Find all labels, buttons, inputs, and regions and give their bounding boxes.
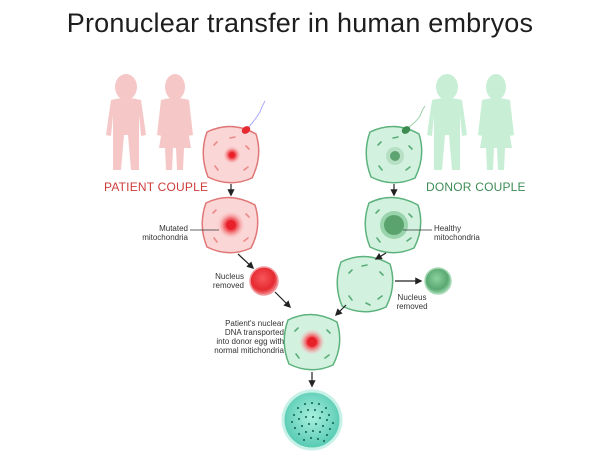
donor-egg-fertilized <box>365 105 426 184</box>
patient-couple-silhouettes <box>106 74 193 170</box>
donor-male-figure <box>427 74 467 170</box>
healthy-mitochondria-label: Healthy mitochondria <box>434 224 480 242</box>
donor-removed-nucleus <box>424 267 452 295</box>
arrow-nucleus-to-reconstructed <box>274 291 292 309</box>
donor-couple-label: DONOR COUPLE <box>426 180 526 194</box>
flow-arrows <box>227 184 423 388</box>
nucleus-removed-right-label: Nucleus removed <box>396 293 428 311</box>
arrow-patient-to-nucleus <box>237 253 255 269</box>
reconstructed-egg <box>283 313 341 371</box>
diagram-title: Pronuclear transfer in human embryos <box>66 8 534 38</box>
donor-couple-silhouettes <box>427 74 514 170</box>
arrow-enucleated-to-reconstructed <box>334 304 347 317</box>
patient-male-figure <box>106 74 146 170</box>
nucleus-removed-left-label: Nucleus removed <box>212 272 244 290</box>
donor-egg-healthy <box>364 196 422 254</box>
patient-egg-fertilized <box>202 100 266 184</box>
mutated-mitochondria-label: Mutated mitochondria <box>142 224 188 242</box>
sperm-icon <box>401 105 426 134</box>
donor-egg-enucleated <box>336 255 394 313</box>
patient-female-figure <box>157 74 193 170</box>
sperm-icon <box>241 100 266 134</box>
patient-couple-label: PATIENT COUPLE <box>104 180 209 194</box>
patient-egg-mutated <box>201 196 259 254</box>
arrow-donor-to-enucleated <box>374 252 387 260</box>
transfer-note: Patient's nuclear DNA transported into d… <box>214 319 284 355</box>
patient-removed-nucleus <box>249 266 279 296</box>
donor-female-figure <box>478 74 514 170</box>
embryo-blastocyst <box>281 389 343 451</box>
